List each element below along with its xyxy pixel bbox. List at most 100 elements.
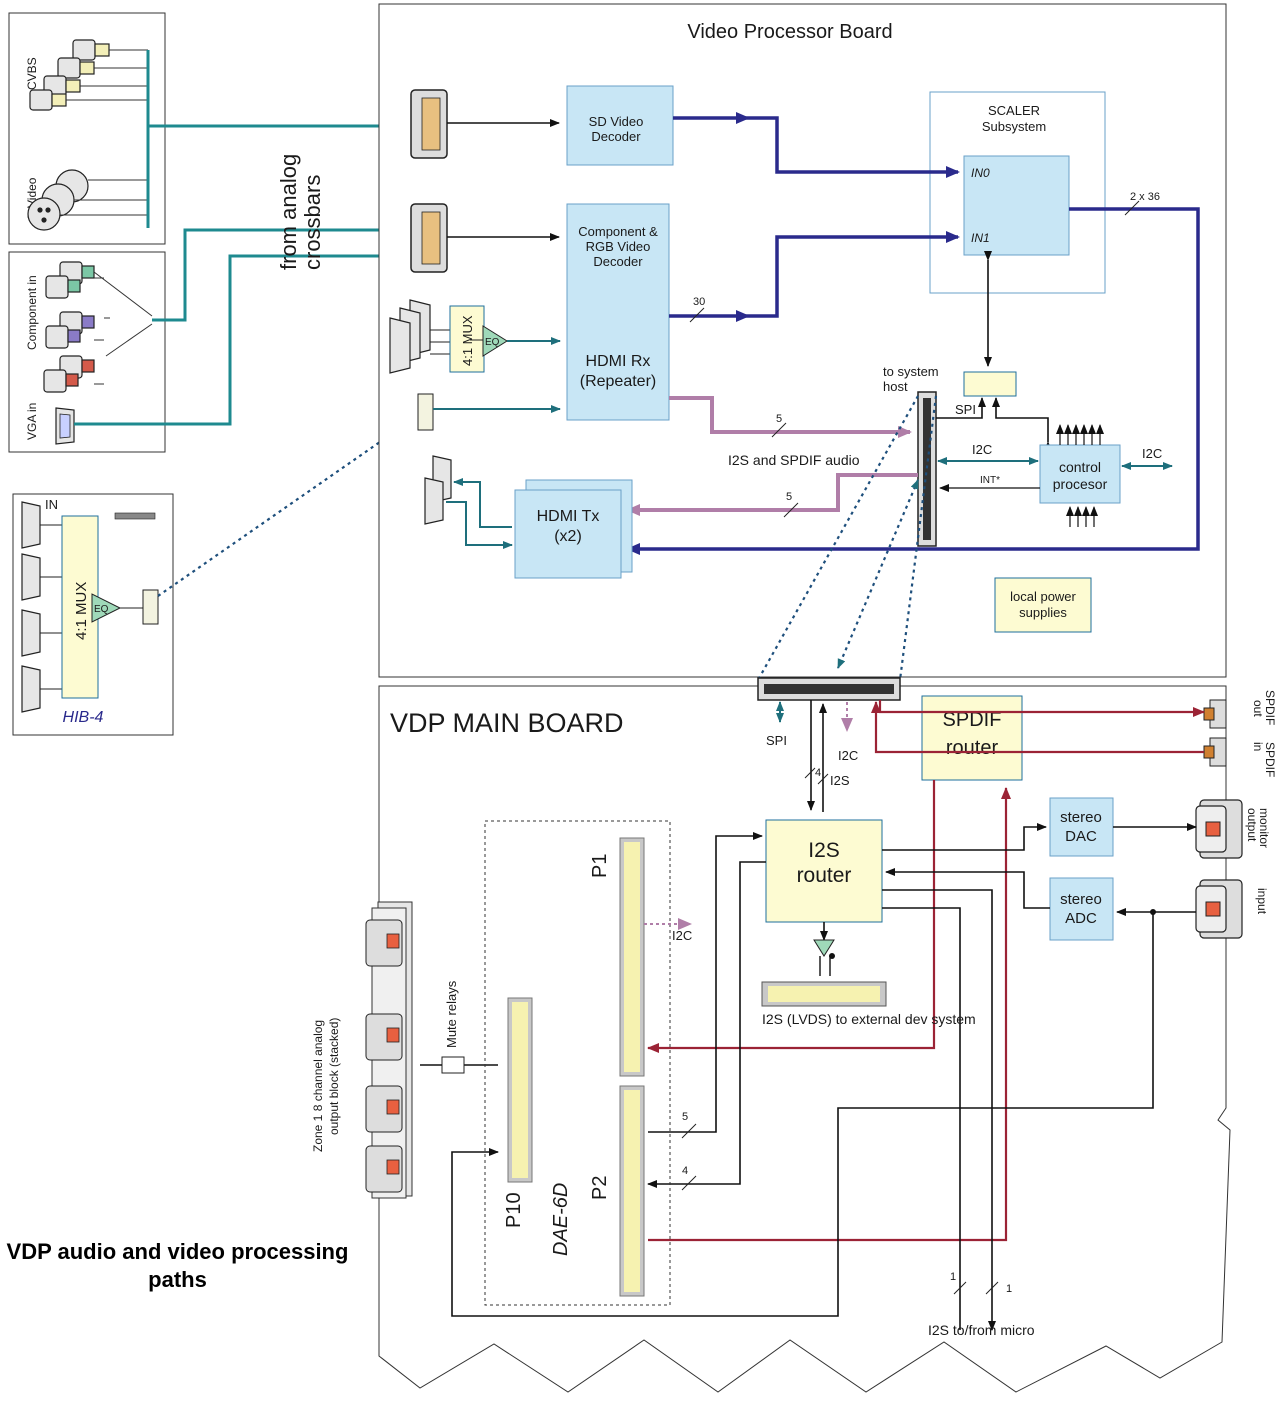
vpb-eq bbox=[482, 325, 508, 357]
zone1-line1: Zone 1 8 channel analog bbox=[311, 1020, 325, 1152]
main-i2c-label: I2C bbox=[838, 748, 858, 763]
lvds-driver bbox=[813, 939, 835, 957]
vpb-title: Video Processor Board bbox=[687, 21, 892, 43]
vdp-main-board bbox=[378, 685, 1231, 1393]
p2-bus-5: 5 bbox=[682, 1111, 688, 1123]
spdif-in-line2: in bbox=[1251, 742, 1265, 751]
micro-bus-1b: 1 bbox=[1006, 1283, 1012, 1295]
spdif-out-line1: SPDIF bbox=[1263, 690, 1277, 725]
vga-label: VGA in bbox=[25, 403, 39, 440]
p1-i2c-label: I2C bbox=[672, 928, 692, 943]
zone1-line2: output block (stacked) bbox=[327, 1018, 341, 1135]
scaler-core bbox=[963, 155, 1070, 256]
power-line2: supplies bbox=[1019, 605, 1067, 620]
dae-label: DAE-6D bbox=[550, 1183, 572, 1256]
monitor-output-line2: output bbox=[1245, 808, 1259, 842]
dae-6d-module bbox=[484, 820, 671, 1306]
audio-bus-5b: 5 bbox=[786, 491, 792, 503]
stereo-adc bbox=[1049, 877, 1114, 941]
p2-label: P2 bbox=[589, 1176, 611, 1200]
adc-line1: stereo bbox=[1060, 891, 1102, 908]
monitor-output-jack-icon bbox=[1195, 799, 1243, 859]
scaler-in1: IN1 bbox=[971, 231, 990, 245]
control-line2: procesor bbox=[1053, 476, 1108, 492]
hib4-eq-label: EQ bbox=[94, 604, 109, 615]
spdif-out-line2: out bbox=[1251, 700, 1265, 717]
from-analog-label: from analog bbox=[276, 154, 301, 270]
bus-30-label: 30 bbox=[693, 296, 705, 308]
dac-line1: stereo bbox=[1060, 809, 1102, 826]
power-line1: local power bbox=[1010, 589, 1076, 604]
vpb-eq-label: EQ bbox=[485, 337, 500, 348]
i2s-micro-label: I2S to/from micro bbox=[928, 1322, 1035, 1338]
sd-video-decoder bbox=[566, 85, 674, 166]
spdif-router bbox=[921, 695, 1023, 781]
hib4-mux-label: 4:1 MUX bbox=[73, 582, 90, 640]
hib-link-connector-icon bbox=[417, 393, 434, 431]
mute-relays-label: Mute relays bbox=[444, 980, 459, 1048]
stereo-dac bbox=[1049, 797, 1114, 857]
lvds-label: I2S (LVDS) to external dev system bbox=[762, 1011, 976, 1027]
spdif-in-line1: SPDIF bbox=[1263, 742, 1277, 777]
hdmi-out-ports-icon bbox=[424, 455, 452, 525]
micro-bus-1a: 1 bbox=[950, 1271, 956, 1283]
hdmi-in-ports-icon bbox=[389, 299, 431, 374]
scaler-in0: IN0 bbox=[971, 166, 990, 180]
local-power-supplies bbox=[994, 577, 1092, 633]
vpb-i2c-left: I2C bbox=[972, 442, 992, 457]
to-system-host-line1: to system bbox=[883, 364, 939, 379]
hib4-name: HIB-4 bbox=[63, 709, 104, 726]
comp-decoder-line1: Component & bbox=[578, 224, 658, 239]
crossbars-label: crossbars bbox=[300, 175, 325, 270]
video-connector-2-icon bbox=[410, 203, 448, 273]
spi-bridge-box bbox=[963, 371, 1017, 397]
component-jacks-icon bbox=[43, 261, 95, 393]
comp-decoder-line2: RGB Video bbox=[586, 239, 651, 254]
video-connector-1-icon bbox=[410, 89, 448, 159]
hib4-eq bbox=[91, 593, 122, 623]
i2s-router-line2: router bbox=[797, 864, 852, 887]
spdif-router-line1: SPDIF bbox=[943, 709, 1002, 731]
board-connector-icon bbox=[757, 677, 901, 701]
monitor-output-line1: monitor bbox=[1257, 808, 1271, 848]
vpb-mux bbox=[449, 305, 485, 373]
hdmi-rx-line2: (Repeater) bbox=[580, 373, 656, 390]
p2-bus-4: 4 bbox=[682, 1165, 688, 1177]
figure-caption: VDP audio and video processing paths bbox=[6, 1239, 349, 1292]
p10-header-icon bbox=[507, 997, 533, 1183]
lvds-header-icon bbox=[761, 981, 887, 1007]
hib4-hdmi-ports-icon bbox=[21, 501, 41, 713]
main-spi-label: SPI bbox=[766, 733, 787, 748]
sd-decoder-line1: SD Video bbox=[589, 114, 644, 129]
component-rgb-decoder-hdmi-rx bbox=[566, 203, 670, 421]
vpb-i2c-right: I2C bbox=[1142, 446, 1162, 461]
control-processor bbox=[1039, 444, 1121, 504]
spdif-router-line2: router bbox=[946, 737, 999, 759]
component-label: Component in bbox=[25, 275, 39, 350]
component-vga-panel bbox=[8, 251, 166, 453]
sd-decoder-line2: Decoder bbox=[591, 129, 641, 144]
vpb-spi-label: SPI bbox=[955, 402, 976, 417]
control-line1: control bbox=[1059, 459, 1101, 475]
hdmi-tx bbox=[514, 489, 622, 579]
audio-bus-5a: 5 bbox=[776, 413, 782, 425]
input-jack-icon bbox=[1195, 879, 1243, 939]
hib4-in-label: IN bbox=[45, 497, 58, 512]
vga-port-icon bbox=[55, 407, 75, 445]
main-i2s-label: I2S bbox=[830, 773, 850, 788]
cvbs-label: CVBS bbox=[25, 57, 39, 90]
main-bus-4: 4 bbox=[815, 767, 821, 779]
adc-line2: ADC bbox=[1065, 910, 1097, 927]
int-label: INT* bbox=[980, 475, 1000, 486]
i2s-router bbox=[765, 819, 883, 923]
mute-relay bbox=[441, 1056, 465, 1074]
svideo-jacks-icon bbox=[27, 169, 89, 231]
p2-header-icon bbox=[619, 1085, 645, 1297]
comp-decoder-line3: Decoder bbox=[593, 254, 643, 269]
hdmi-tx-line2: (x2) bbox=[554, 528, 582, 545]
hdmi-tx-line1: HDMI Tx bbox=[537, 508, 600, 525]
main-board-title: VDP MAIN BOARD bbox=[390, 708, 624, 738]
scaler-line1: SCALER bbox=[988, 103, 1040, 118]
p10-label: P10 bbox=[503, 1192, 525, 1228]
